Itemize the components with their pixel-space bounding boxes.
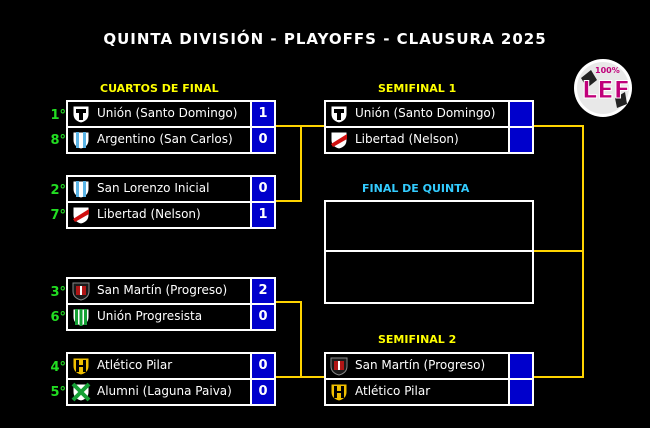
team-score: 1 (250, 203, 274, 227)
team-score: 0 (250, 354, 274, 378)
connector-line (532, 376, 584, 378)
argentino-shield-icon (72, 131, 90, 150)
quarterfinal-match-4: Atlético Pilar 0 Alumni (Laguna Paiva) 0 (66, 352, 276, 406)
final-slot-2 (326, 252, 532, 300)
atletico-pilar-shield-icon (72, 357, 90, 376)
team-score (508, 102, 532, 126)
team-score (508, 380, 532, 404)
lef-logo: 100% LEF (574, 59, 632, 117)
team-row: San Martín (Progreso) (326, 354, 532, 380)
team-row: San Lorenzo Inicial 0 (68, 177, 274, 203)
round-label-final: FINAL DE QUINTA (362, 182, 470, 195)
logo-text: LEF (582, 76, 630, 104)
seed: 4° (50, 360, 66, 375)
connector-line (300, 125, 324, 127)
team-name: San Lorenzo Inicial (97, 181, 210, 195)
quarterfinal-match-1: Unión (Santo Domingo) 1 Argentino (San C… (66, 100, 276, 154)
team-score: 0 (250, 177, 274, 201)
round-label-semifinal-2: SEMIFINAL 2 (378, 333, 457, 346)
connector-line (300, 125, 302, 202)
union-shield-icon (330, 105, 348, 124)
connector-line (274, 301, 302, 303)
team-name: Unión (Santo Domingo) (355, 106, 496, 120)
round-label-quarterfinals: CUARTOS DE FINAL (100, 82, 219, 95)
team-name: San Martín (Progreso) (97, 283, 228, 297)
connector-line (274, 376, 302, 378)
team-name: Atlético Pilar (97, 358, 173, 372)
logo-top-text: 100% (595, 66, 620, 75)
team-score (508, 128, 532, 152)
team-name: Libertad (Nelson) (355, 132, 459, 146)
connector-line (532, 250, 584, 252)
team-score: 0 (250, 128, 274, 152)
seed: 7° (50, 208, 66, 223)
team-score (508, 354, 532, 378)
libertad-shield-icon (72, 206, 90, 225)
semifinal-match-1: Unión (Santo Domingo) Libertad (Nelson) (324, 100, 534, 154)
connector-line (274, 125, 302, 127)
connector-line (532, 125, 584, 127)
connector-line (300, 376, 324, 378)
team-row: Unión (Santo Domingo) 1 (68, 102, 274, 128)
team-row: Atlético Pilar (326, 380, 532, 404)
quarterfinal-match-3: San Martín (Progreso) 2 Unión Progresist… (66, 277, 276, 331)
quarterfinal-match-2: San Lorenzo Inicial 0 Libertad (Nelson) … (66, 175, 276, 229)
seed: 1° (50, 108, 66, 123)
semifinal-match-2: San Martín (Progreso) Atlético Pilar (324, 352, 534, 406)
team-row: Atlético Pilar 0 (68, 354, 274, 380)
san-martin-shield-icon (330, 357, 348, 376)
final-match (324, 200, 534, 304)
team-score: 0 (250, 305, 274, 329)
san-martin-shield-icon (72, 282, 90, 301)
team-score: 2 (250, 279, 274, 303)
team-name: Unión (Santo Domingo) (97, 106, 238, 120)
team-row: Unión Progresista 0 (68, 305, 274, 329)
team-row: San Martín (Progreso) 2 (68, 279, 274, 305)
team-score: 0 (250, 380, 274, 404)
seed: 2° (50, 183, 66, 198)
connector-line (300, 301, 302, 378)
seed: 8° (50, 133, 66, 148)
round-label-semifinal-1: SEMIFINAL 1 (378, 82, 457, 95)
team-name: Unión Progresista (97, 309, 203, 323)
page-title: QUINTA DIVISIÓN - PLAYOFFS - CLAUSURA 20… (103, 30, 547, 48)
team-name: Libertad (Nelson) (97, 207, 201, 221)
team-row: Argentino (San Carlos) 0 (68, 128, 274, 152)
union-shield-icon (72, 105, 90, 124)
seed: 5° (50, 385, 66, 400)
team-name: Argentino (San Carlos) (97, 132, 233, 146)
team-row: Libertad (Nelson) 1 (68, 203, 274, 227)
team-name: Atlético Pilar (355, 384, 431, 398)
team-score: 1 (250, 102, 274, 126)
team-row: Libertad (Nelson) (326, 128, 532, 152)
union-progresista-shield-icon (72, 308, 90, 327)
libertad-shield-icon (330, 131, 348, 150)
seed: 3° (50, 285, 66, 300)
team-name: Alumni (Laguna Paiva) (97, 384, 232, 398)
team-row: Alumni (Laguna Paiva) 0 (68, 380, 274, 404)
final-slot-1 (326, 202, 532, 252)
atletico-pilar-shield-icon (330, 383, 348, 402)
connector-line (274, 200, 302, 202)
seed: 6° (50, 310, 66, 325)
team-name: San Martín (Progreso) (355, 358, 486, 372)
alumni-shield-icon (71, 382, 91, 402)
team-row: Unión (Santo Domingo) (326, 102, 532, 128)
san-lorenzo-shield-icon (72, 180, 90, 199)
